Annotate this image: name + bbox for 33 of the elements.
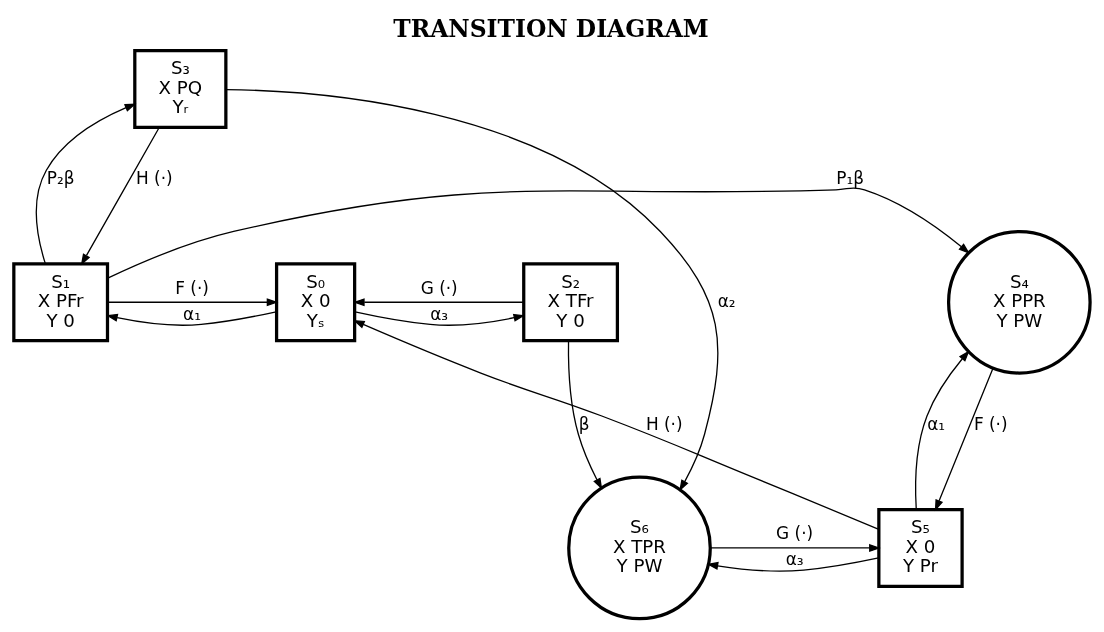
edge-label: α₁ (183, 303, 201, 324)
arrow (706, 556, 880, 572)
edge-label: F (·) (175, 277, 209, 298)
arrow (709, 543, 881, 552)
node-circle: S₄ X PPR Y PW (946, 229, 1092, 375)
arrow (106, 310, 277, 326)
node-box: S₁ X PFr Y 0 (12, 261, 110, 342)
arrow (107, 186, 971, 279)
arrow (354, 310, 526, 326)
edge-label: H (·) (645, 413, 683, 434)
edge-label: P₂β (46, 167, 75, 188)
edge-label: α₁ (927, 413, 946, 434)
diagram-title: TRANSITION DIAGRAM (393, 14, 709, 43)
edge-label: H (·) (135, 167, 173, 188)
node-box: S₃ X PQ Yᵣ (133, 48, 228, 129)
edge-label: α₂ (717, 290, 736, 311)
node-box: S₂ X TFr Y 0 (522, 261, 620, 342)
node-box: S₅ X 0 Y Pr (877, 507, 964, 588)
arrow (35, 103, 137, 264)
edge-label: P₁β (836, 167, 865, 188)
edge-label: α₃ (785, 548, 804, 569)
edge-label: β (578, 413, 590, 434)
edge-label: F (·) (973, 413, 1008, 434)
node-box: S₀ X 0 Yₛ (274, 261, 357, 342)
arrow (107, 297, 279, 306)
edge-label: α₃ (430, 303, 449, 324)
arrow (225, 88, 719, 491)
edge-label: G (·) (776, 522, 814, 543)
arrow (80, 126, 160, 265)
arrow (915, 349, 970, 510)
edge-label: G (·) (420, 277, 458, 298)
arrow (567, 339, 603, 490)
arrow (934, 366, 994, 511)
